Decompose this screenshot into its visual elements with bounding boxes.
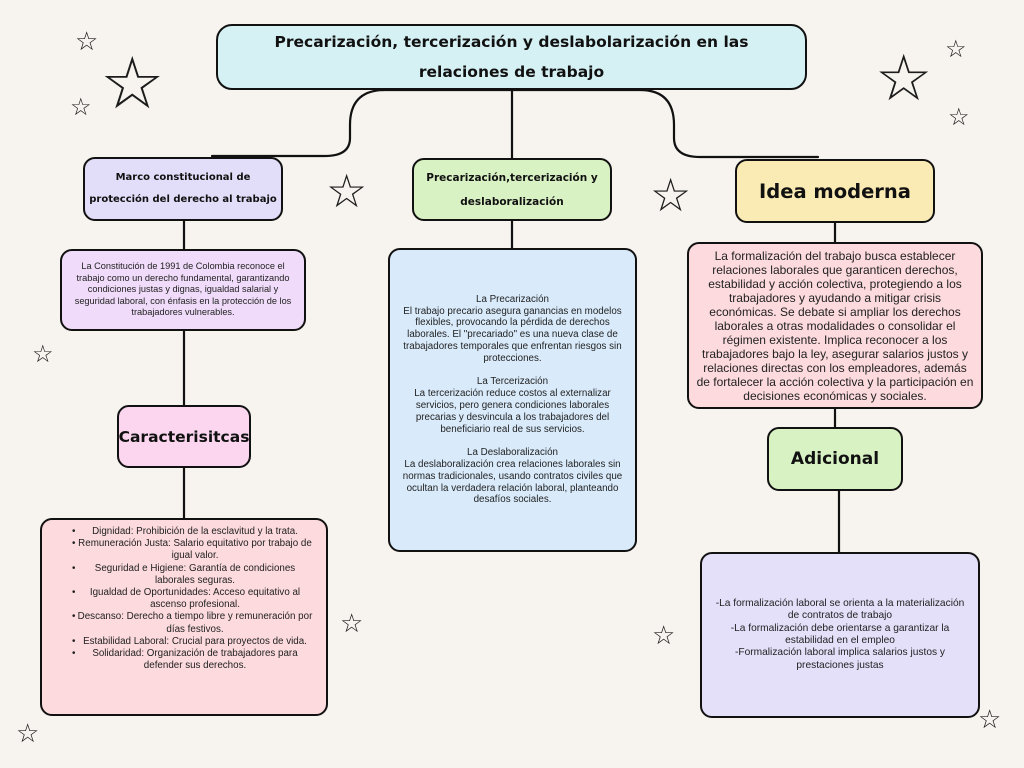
list-item: -La formalización debe orientarse a gara… [730,622,950,646]
precarization-description-box: La Precarización El trabajo precario ase… [388,248,637,552]
star-icon: ☆ [75,26,99,56]
list-item: • Seguridad e Higiene: Garantía de condic… [50,563,318,587]
star-icon: ☆ [652,620,676,650]
star-icon: ☆ [340,608,364,638]
list-item: • Solidaridad: Organización de trabajador… [50,648,318,672]
bullet-icon: • [72,611,76,623]
list-item: •Remuneración Justa: Salario equitativo … [50,538,318,562]
additional-title: Adicional [790,449,880,469]
bullet-icon: • [72,562,76,574]
characteristics-title: Caracterisitcas [118,427,250,446]
additional-list-box: -La formalización laboral se orienta a l… [700,552,980,718]
main-title-box: Precarización, tercerización y deslabola… [216,24,807,90]
list-item-text: Dignidad: Prohibición de la esclavitud y… [92,526,298,537]
section-heading: La Tercerización [476,376,549,388]
bullet-icon: • [72,648,76,660]
list-item-text: Remuneración Justa: Salario equitativo p… [78,538,312,562]
characteristics-list: • Dignidad: Prohibición de la esclavitud … [50,526,318,672]
star-icon: ☆ [948,104,970,131]
constitutional-framework-description: La Constitución de 1991 de Colombia reco… [74,261,292,318]
star-icon: ☆ [978,704,1002,734]
characteristics-header: Caracterisitcas [117,405,251,468]
star-icon: ☆ [326,165,368,217]
modern-idea-header: Idea moderna [735,159,935,223]
list-item-text: Seguridad e Higiene: Garantía de condici… [94,562,296,586]
additional-header: Adicional [767,427,903,491]
list-item: • Dignidad: Prohibición de la esclavitud … [50,526,318,538]
list-item-text: Igualdad de Oportunidades: Acceso equita… [89,587,301,611]
outsourcing-section: La Tercerización La tercerización reduce… [400,376,625,435]
list-item-text: Descanso: Derecho a tiempo libre y remun… [77,611,313,635]
list-item: -La formalización laboral se orienta a l… [715,597,965,622]
section-text: La tercerización reduce costos al extern… [414,388,611,435]
section-text: La deslaboralización crea relaciones lab… [402,458,623,506]
constitutional-framework-title: Marco constitucional de protección del d… [89,172,277,205]
constitutional-framework-header: Marco constitucional de protección del d… [83,157,283,221]
modern-idea-description-box: La formalización del trabajo busca estab… [687,242,983,409]
list-item: •Descanso: Derecho a tiempo libre y remu… [50,611,318,635]
star-icon: ☆ [16,718,40,748]
star-icon: ☆ [650,169,692,221]
precarization-title: Precarización,tercerización y deslaboral… [426,171,598,208]
list-item: • Igualdad de Oportunidades: Acceso equit… [50,587,318,611]
list-item: -Formalización laboral implica salarios … [734,647,946,671]
modern-idea-description: La formalización del trabajo busca estab… [696,248,974,403]
section-text: El trabajo precario asegura ganancias en… [403,305,622,364]
star-icon: ☆ [100,44,165,124]
star-icon: ☆ [32,341,54,368]
precarization-section: La Precarización El trabajo precario ase… [400,294,625,365]
constitutional-framework-description-box: La Constitución de 1991 de Colombia reco… [60,249,306,331]
star-icon: ☆ [875,42,933,114]
bullet-icon: • [72,526,76,537]
list-item: • Estabilidad Laboral: Crucial para proye… [50,636,318,648]
bullet-icon: • [72,538,76,550]
section-heading: La Precarización [476,293,549,305]
main-title: Precarización, tercerización y deslabola… [274,33,749,81]
bullet-icon: • [72,587,76,599]
star-icon: ☆ [70,94,92,121]
star-icon: ☆ [945,36,967,63]
section-heading: La Deslaboralización [467,447,558,459]
delaboralization-section: La Deslaboralización La deslaboralizació… [400,447,625,506]
modern-idea-title: Idea moderna [759,179,911,203]
list-item-text: Estabilidad Laboral: Crucial para proyec… [83,635,307,647]
characteristics-list-box: • Dignidad: Prohibición de la esclavitud … [40,518,328,716]
list-item-text: Solidaridad: Organización de trabajadore… [92,648,298,672]
precarization-header: Precarización,tercerización y deslaboral… [412,158,612,221]
bullet-icon: • [72,635,76,647]
